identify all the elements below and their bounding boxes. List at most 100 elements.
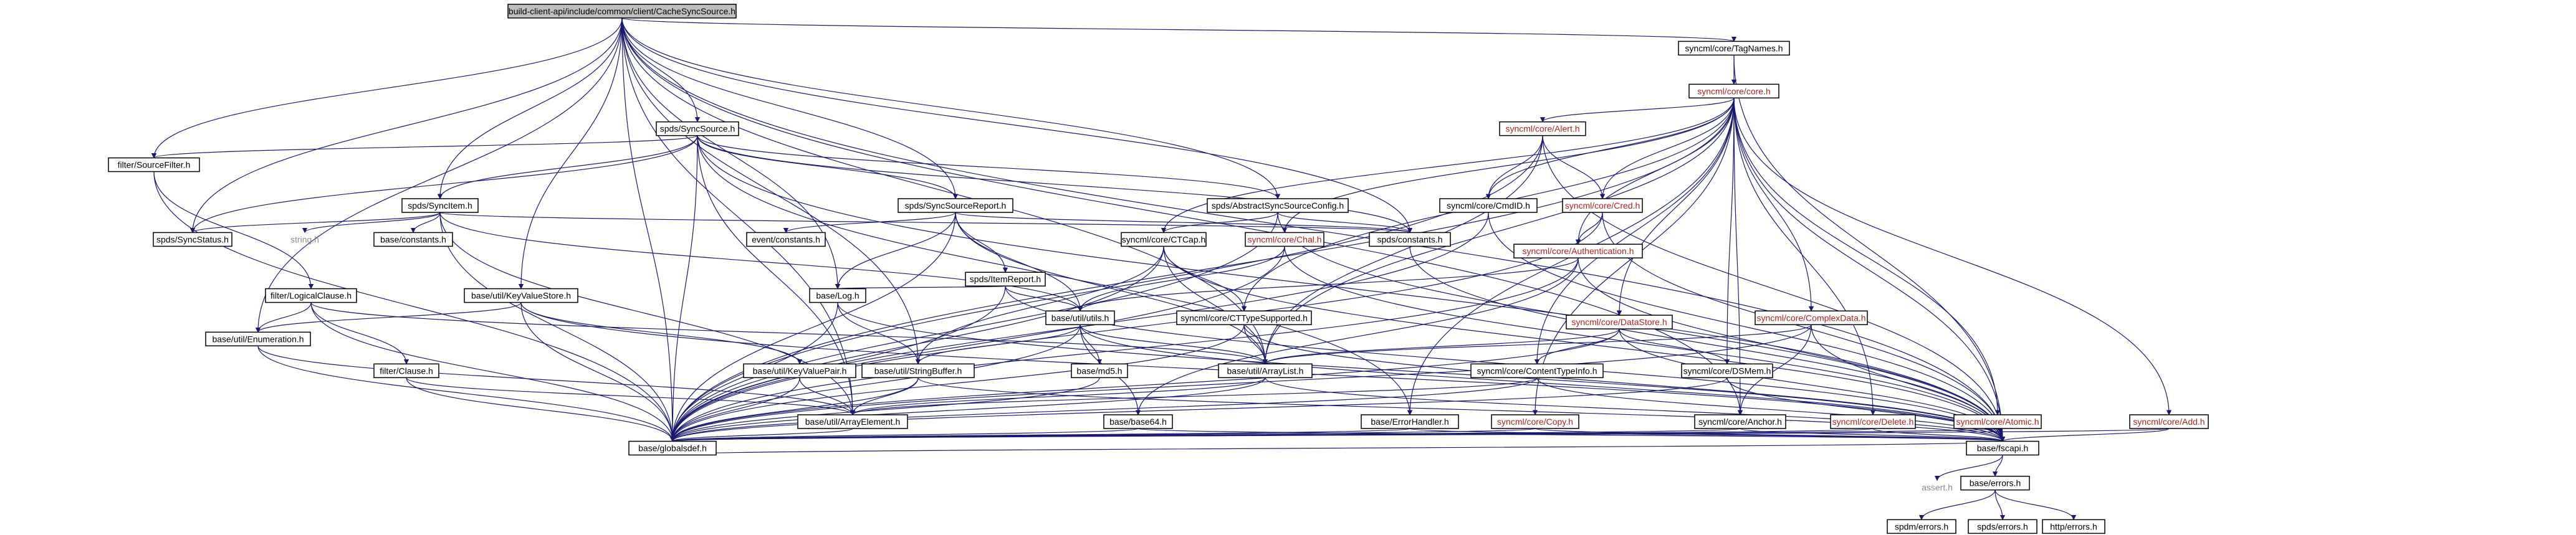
file-node-syncsourcereport[interactable]: spds/SyncSourceReport.h (898, 198, 1013, 213)
file-node-spdmerrors[interactable]: spdm/errors.h (1887, 519, 1956, 534)
file-node-eventconstants[interactable]: event/constants.h (746, 232, 826, 247)
dependency-edge (621, 17, 1268, 365)
dependency-edge (1077, 246, 1285, 312)
dependency-edge (1263, 324, 1812, 365)
dependency-edge (255, 302, 522, 333)
file-node-baseerrors[interactable]: base/errors.h (1960, 475, 2030, 491)
node-label: build-client-api/include/common/client/C… (509, 6, 735, 16)
dependency-edge (1542, 135, 2006, 442)
file-node-alert[interactable]: syncml/core/Alert.h (1499, 121, 1586, 136)
file-node-syncstatus[interactable]: spds/SyncStatus.h (153, 232, 232, 247)
dependency-edge (955, 212, 1083, 312)
dependency-edge (151, 17, 623, 159)
node-box (1562, 198, 1643, 213)
dependency-edge (255, 17, 623, 333)
node-label: spds/constants.h (1377, 234, 1442, 244)
file-node-baseconstants[interactable]: base/constants.h (373, 232, 453, 247)
file-node-log[interactable]: base/Log.h (809, 288, 866, 303)
dependency-edge (189, 17, 623, 234)
file-node-httperrors[interactable]: http/errors.h (2042, 519, 2105, 534)
file-node-abstractsyncsourceconfig[interactable]: spds/AbstractSyncSourceConfig.h (1207, 198, 1349, 213)
node-label: syncml/core/Delete.h (1832, 417, 1914, 427)
file-node-deleteh[interactable]: syncml/core/Delete.h (1830, 414, 1916, 429)
node-label: assert.h (1922, 482, 1953, 492)
node-box (1960, 475, 2030, 491)
dependency-edge (437, 135, 698, 199)
dependency-edge (621, 17, 1281, 199)
dependency-edge (1619, 328, 1730, 365)
file-node-add[interactable]: syncml/core/Add.h (2129, 414, 2209, 429)
file-node-chal[interactable]: syncml/core/Chal.h (1245, 232, 1324, 247)
dependency-edge (189, 212, 441, 234)
file-node-clause[interactable]: filter/Clause.h (373, 363, 439, 379)
file-node-contenttypeinfo[interactable]: syncml/core/ContentTypeInfo.h (1470, 363, 1604, 379)
file-node-spdserrors[interactable]: spds/errors.h (1968, 519, 2037, 534)
node-label: spds/SyncItem.h (408, 201, 472, 211)
file-node-arraylist[interactable]: base/util/ArrayList.h (1218, 363, 1313, 379)
file-node-cred[interactable]: syncml/core/Cred.h (1562, 198, 1643, 213)
file-node-tagnames[interactable]: syncml/core/TagNames.h (1678, 40, 1790, 56)
node-label: base/errors.h (1970, 478, 2021, 488)
dependency-edge (1534, 98, 1735, 365)
file-node-globaldef[interactable]: base/globalsdef.h (628, 440, 717, 456)
file-node-errorhandler[interactable]: base/ErrorHandler.h (1361, 414, 1459, 429)
node-label: base/util/KeyValuePair.h (753, 366, 847, 376)
dependency-edge (669, 324, 1081, 442)
file-node-syncsource[interactable]: spds/SyncSource.h (656, 121, 739, 136)
file-node-datastore[interactable]: syncml/core/DataStore.h (1566, 315, 1673, 329)
node-label: base/base64.h (1109, 417, 1167, 427)
file-node-atomic[interactable]: syncml/core/Atomic.h (1953, 414, 2042, 429)
file-node-dsmem[interactable]: syncml/core/DSMem.h (1681, 363, 1773, 379)
node-box (1103, 414, 1173, 429)
node-label: spds/errors.h (1977, 521, 2028, 531)
dependency-edge (783, 212, 956, 234)
file-node-keyvaluestore[interactable]: base/util/KeyValueStore.h (464, 288, 578, 303)
dependency-edge (669, 377, 1266, 442)
dependency-edge (1733, 98, 1814, 312)
node-box (809, 288, 866, 303)
file-node-ctcap[interactable]: syncml/core/CTCap.h (1121, 232, 1207, 247)
dependency-edge (1262, 135, 1543, 365)
dependency-edge (621, 17, 921, 365)
file-node-arrayelement[interactable]: base/util/ArrayElement.h (797, 414, 908, 429)
dependency-edge (1262, 328, 1620, 365)
dependency-edge (310, 302, 676, 442)
node-label: spds/AbstractSyncSourceConfig.h (1212, 201, 1344, 211)
node-label: base/md5.h (1076, 366, 1122, 376)
file-node-core[interactable]: syncml/core/core.h (1688, 83, 1779, 99)
file-node-stringbuffer[interactable]: base/util/StringBuffer.h (861, 363, 975, 379)
file-node-enumeration[interactable]: base/util/Enumeration.h (205, 331, 311, 347)
file-node-root[interactable]: build-client-api/include/common/client/C… (507, 4, 737, 19)
file-node-logicalclause[interactable]: filter/LogicalClause.h (265, 288, 357, 303)
node-box (401, 198, 479, 213)
file-node-base64[interactable]: base/base64.h (1103, 414, 1173, 429)
file-node-utils[interactable]: base/util/utils.h (1045, 310, 1115, 326)
dependency-edge (917, 377, 2005, 442)
dependency-edge (1284, 246, 2006, 442)
file-node-complexdata[interactable]: syncml/core/ComplexData.h (1755, 310, 1868, 326)
file-node-syncitem[interactable]: spds/SyncItem.h (401, 198, 479, 213)
file-node-spdsconstants[interactable]: spds/constants.h (1369, 232, 1451, 247)
file-node-fscapi[interactable]: base/fscapi.h (1966, 440, 2039, 456)
node-box (464, 288, 578, 303)
node-box (1678, 40, 1790, 56)
dependency-edge (697, 135, 1281, 199)
file-node-anchor[interactable]: syncml/core/Anchor.h (1694, 414, 1786, 429)
node-label: syncml/core/Chal.h (1247, 234, 1321, 244)
node-box (373, 363, 439, 379)
dependency-edge (1135, 258, 1579, 415)
file-node-authentication[interactable]: syncml/core/Authentication.h (1513, 244, 1643, 258)
node-box (1470, 363, 1604, 379)
file-node-copy[interactable]: syncml/core/Copy.h (1491, 414, 1579, 429)
file-node-sourcefilter[interactable]: filter/SourceFilter.h (108, 157, 200, 173)
file-node-cmdid[interactable]: syncml/core/CmdID.h (1439, 198, 1538, 213)
file-node-md5[interactable]: base/md5.h (1071, 363, 1128, 379)
file-node-stringh: string.h (290, 234, 319, 244)
file-node-cttypesupported[interactable]: syncml/core/CTTypeSupported.h (1176, 310, 1312, 326)
dependency-edge (621, 17, 959, 199)
node-label: base/util/StringBuffer.h (874, 366, 962, 376)
dependency-edge (310, 302, 1268, 365)
dependency-edge (671, 428, 2170, 442)
file-node-itemreport[interactable]: spds/ItemReport.h (965, 272, 1046, 286)
file-node-keyvaluepair[interactable]: base/util/KeyValuePair.h (743, 363, 856, 379)
